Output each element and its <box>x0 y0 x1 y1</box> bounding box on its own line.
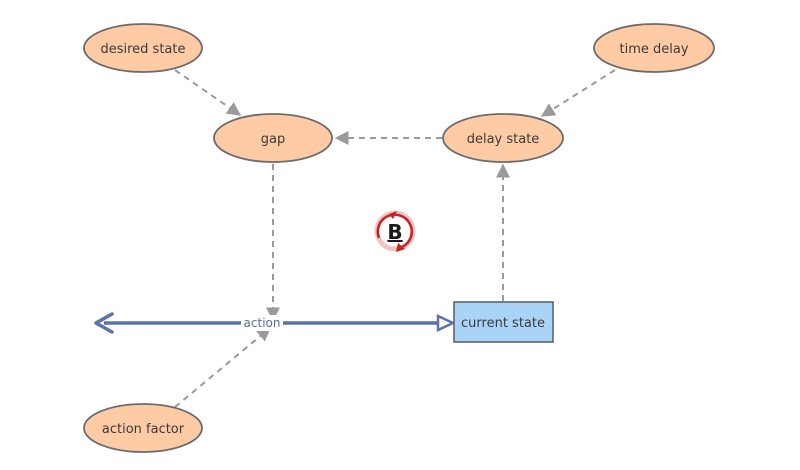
balancing-loop-marker[interactable]: B <box>374 210 416 252</box>
aux-desired-state[interactable]: desired state <box>83 23 203 73</box>
causal-links <box>174 69 616 408</box>
loop-letter: B <box>387 220 402 244</box>
aux-delay-state-shape <box>442 113 564 163</box>
aux-time-delay-label: time delay <box>619 42 688 57</box>
aux-gap[interactable]: gap <box>213 113 333 163</box>
flow-arrowhead-right <box>436 314 456 332</box>
aux-gap-shape <box>213 113 333 163</box>
stock-current-state-shape <box>453 301 554 343</box>
aux-time-delay[interactable]: time delay <box>593 23 715 73</box>
aux-desired-state-shape <box>83 23 203 73</box>
aux-action-factor-shape <box>83 403 203 453</box>
stock-current-state-label: current state <box>461 316 545 331</box>
aux-delay-state[interactable]: delay state <box>442 113 564 163</box>
loop-arrow-icon <box>376 213 413 249</box>
flow-arrowhead-left <box>94 312 114 334</box>
link-time-delay-to-delay-state <box>540 69 616 117</box>
aux-action-factor-label: action factor <box>102 422 185 437</box>
link-desired-state-to-gap <box>174 69 242 116</box>
aux-desired-state-label: desired state <box>100 42 185 57</box>
loop-arrowhead-icon <box>396 243 405 252</box>
stock-current-state[interactable]: current state <box>453 301 554 343</box>
aux-delay-state-label: delay state <box>467 132 540 147</box>
action-flow[interactable]: action <box>94 312 456 334</box>
flow-label-bg <box>241 315 283 331</box>
link-action-factor-to-action <box>174 327 272 408</box>
loop-arrow-top-icon <box>389 211 397 219</box>
aux-gap-label: gap <box>261 132 285 147</box>
aux-action-factor[interactable]: action factor <box>83 403 203 453</box>
aux-time-delay-shape <box>593 23 715 73</box>
flow-label-action: action <box>244 316 281 330</box>
